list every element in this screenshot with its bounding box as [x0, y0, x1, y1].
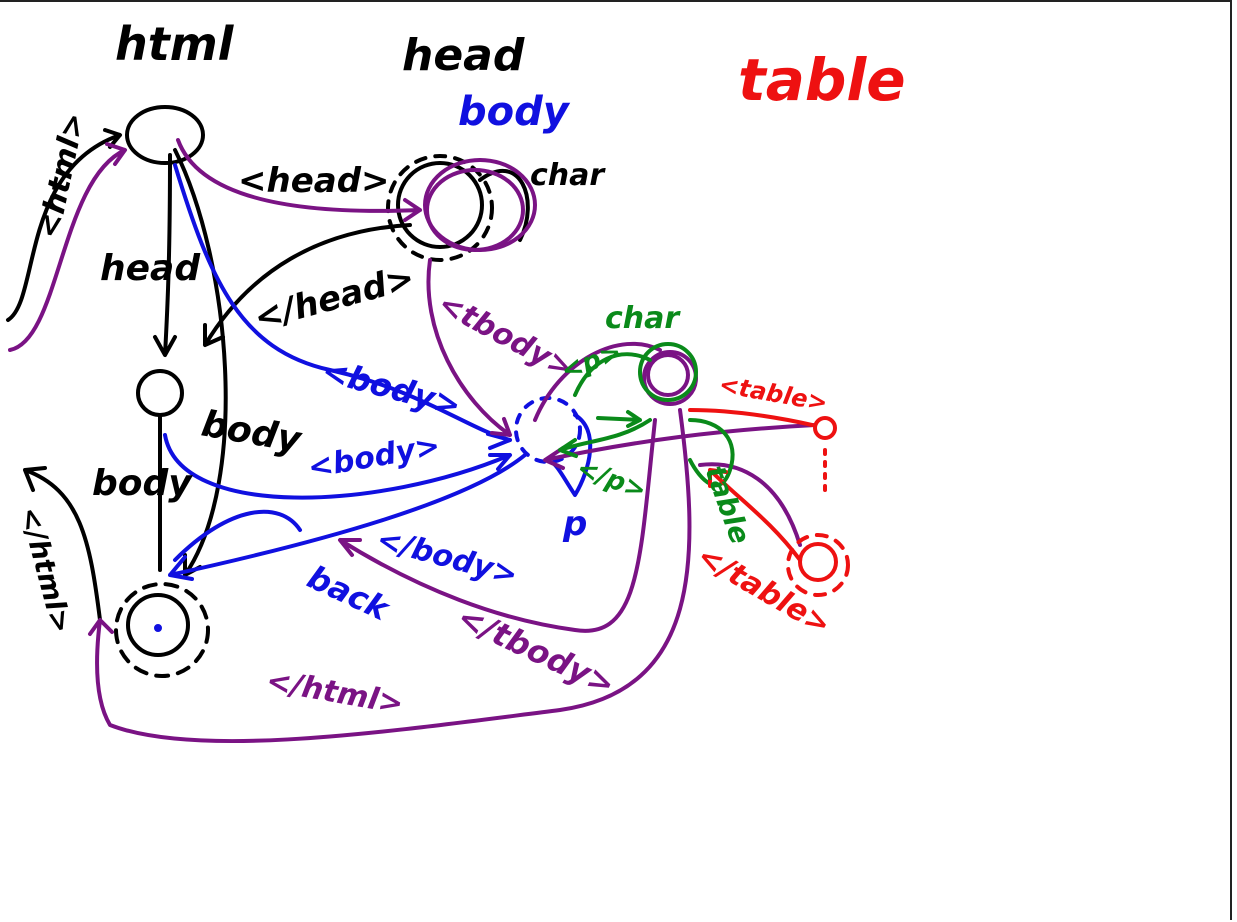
- edge-p-loop: [553, 413, 593, 497]
- label-back: back: [302, 558, 396, 629]
- label-html-title: html: [115, 17, 235, 71]
- state-char-highlight-2: [646, 353, 690, 397]
- edge-p-open: [573, 352, 652, 397]
- label-tbody-close: </tbody>: [452, 598, 621, 704]
- label-char-black: char: [530, 158, 606, 193]
- purple-strokes: [8, 138, 817, 744]
- state-final: [126, 593, 190, 657]
- state-head: [396, 161, 484, 249]
- edge-green-into-char: [596, 410, 642, 428]
- edge-body-close: [168, 453, 527, 581]
- label-body-word1: body: [198, 403, 305, 461]
- label-head-open: <head>: [238, 161, 390, 201]
- state-final-outer: [114, 582, 210, 678]
- state-head-outer: [386, 154, 494, 262]
- edge-table-purple: [698, 462, 802, 547]
- edge-html-close-bottom: [88, 408, 692, 744]
- label-body-open-1: <body>: [318, 351, 465, 425]
- label-html-open: <html>: [32, 110, 93, 242]
- edge-table-green: [688, 418, 735, 488]
- edge-body-open-1: [173, 163, 512, 450]
- edge-body-open-2: [163, 433, 512, 500]
- label-head-word: head: [100, 248, 201, 289]
- edge-char-to-body: [543, 423, 817, 470]
- edge-tbody-loop: [533, 341, 662, 422]
- edge-html-head: [153, 153, 177, 357]
- label-body-title: body: [458, 89, 571, 135]
- state-after-head: [136, 369, 184, 417]
- label-p-close: </p>: [573, 453, 651, 506]
- edge-headstate-back: [203, 223, 412, 347]
- edge-tbody-close: [338, 418, 657, 633]
- label-table-close: </table>: [691, 539, 837, 643]
- state-char-green: [638, 342, 698, 402]
- label-body-word2: body: [92, 463, 193, 504]
- state-table-final-outer: [786, 533, 850, 597]
- edge-head-open: [176, 138, 422, 222]
- edge-table-close: [708, 468, 802, 562]
- label-body-close: </body>: [373, 522, 521, 593]
- green-strokes: [558, 342, 735, 488]
- state-table: [813, 416, 837, 440]
- final-dot: [154, 624, 162, 632]
- blue-strokes: [154, 163, 593, 632]
- edge-html-final: [173, 148, 228, 577]
- label-html-close-left: </html>: [13, 503, 78, 636]
- label-html-close-bottom: </html>: [264, 663, 406, 722]
- edge-tbody-open: [426, 258, 512, 437]
- label-p-word: p: [562, 504, 587, 544]
- edge-back: [173, 509, 302, 562]
- label-char-green: char: [605, 301, 681, 336]
- label-table-open: <table>: [717, 370, 830, 417]
- red-strokes: [688, 408, 850, 597]
- state-head-highlight-2: [425, 168, 525, 252]
- state-table-final: [798, 542, 838, 582]
- edge-table-open: [688, 408, 814, 427]
- label-p-open: <p>: [557, 337, 626, 386]
- edge-final-exit: [23, 466, 102, 622]
- state-html: [125, 105, 205, 165]
- label-body-open-2: <body>: [305, 428, 442, 486]
- edge-start-html-purple: [8, 142, 127, 352]
- edge-p-close: [558, 418, 652, 458]
- label-head-title: head: [402, 30, 525, 81]
- label-table-title: table: [738, 46, 906, 114]
